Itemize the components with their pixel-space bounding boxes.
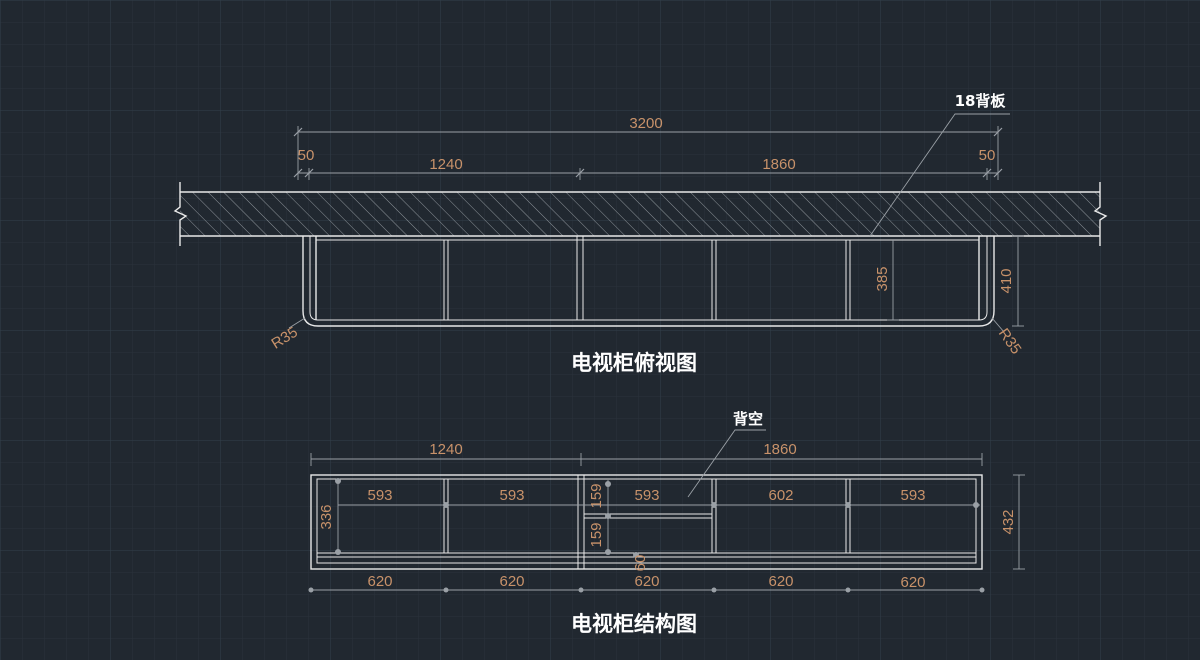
dim-bottom-2: 620	[499, 573, 524, 590]
dim-ticks-structure	[308, 478, 985, 593]
dim-right-section: 1860	[762, 156, 795, 173]
structure-partitions	[443, 474, 851, 570]
break-mark-left	[173, 182, 188, 246]
dim-overall: 3200	[629, 115, 662, 132]
dim-total-depth: 410	[998, 268, 1015, 293]
dim-left-section: 1240	[429, 156, 462, 173]
dim-right-gap: 50	[979, 147, 996, 164]
dim-bottom-5: 620	[900, 574, 925, 591]
callout-back-panel: 18背板	[955, 92, 1007, 110]
cabinet-outline	[302, 236, 995, 327]
dim-bottom-3: 620	[634, 573, 659, 590]
dim-left-gap: 50	[298, 147, 315, 164]
dim-drawer-top: 159	[588, 483, 605, 508]
dim-top-left: 1240	[429, 441, 462, 458]
leader-back-panel	[869, 113, 1010, 237]
dim-bay-2: 593	[499, 487, 524, 504]
dim-bottom-1: 620	[367, 573, 392, 590]
structure-view: 1240 1860 593 593 593 602 593 336 159 15…	[308, 410, 1025, 636]
leader-open-back	[687, 429, 766, 498]
dim-top-right: 1860	[763, 441, 796, 458]
dim-bottom-4: 620	[768, 573, 793, 590]
dim-drawer-bottom: 159	[588, 522, 605, 547]
top-view: 3200 50 1240 1860 50 385 410 R35 R35 18背…	[173, 92, 1108, 375]
dim-bay-1: 593	[367, 487, 392, 504]
title-structure-view: 电视柜结构图	[571, 612, 697, 636]
title-top-view: 电视柜俯视图	[571, 351, 697, 375]
structure-outer-frame	[310, 474, 983, 570]
callout-open-back: 背空	[733, 410, 763, 428]
dim-inner-depth: 385	[874, 266, 891, 291]
dim-bay-3: 593	[634, 487, 659, 504]
partitions	[443, 235, 851, 321]
dim-plinth: 60	[632, 555, 649, 572]
dim-ticks-top	[293, 127, 1003, 178]
wall-hatch	[180, 192, 1100, 236]
dim-total-height: 432	[1000, 509, 1017, 534]
break-mark-right	[1093, 182, 1108, 246]
dim-inner-height: 336	[318, 504, 335, 529]
dim-bay-5: 593	[900, 487, 925, 504]
dim-bay-4: 602	[768, 487, 793, 504]
